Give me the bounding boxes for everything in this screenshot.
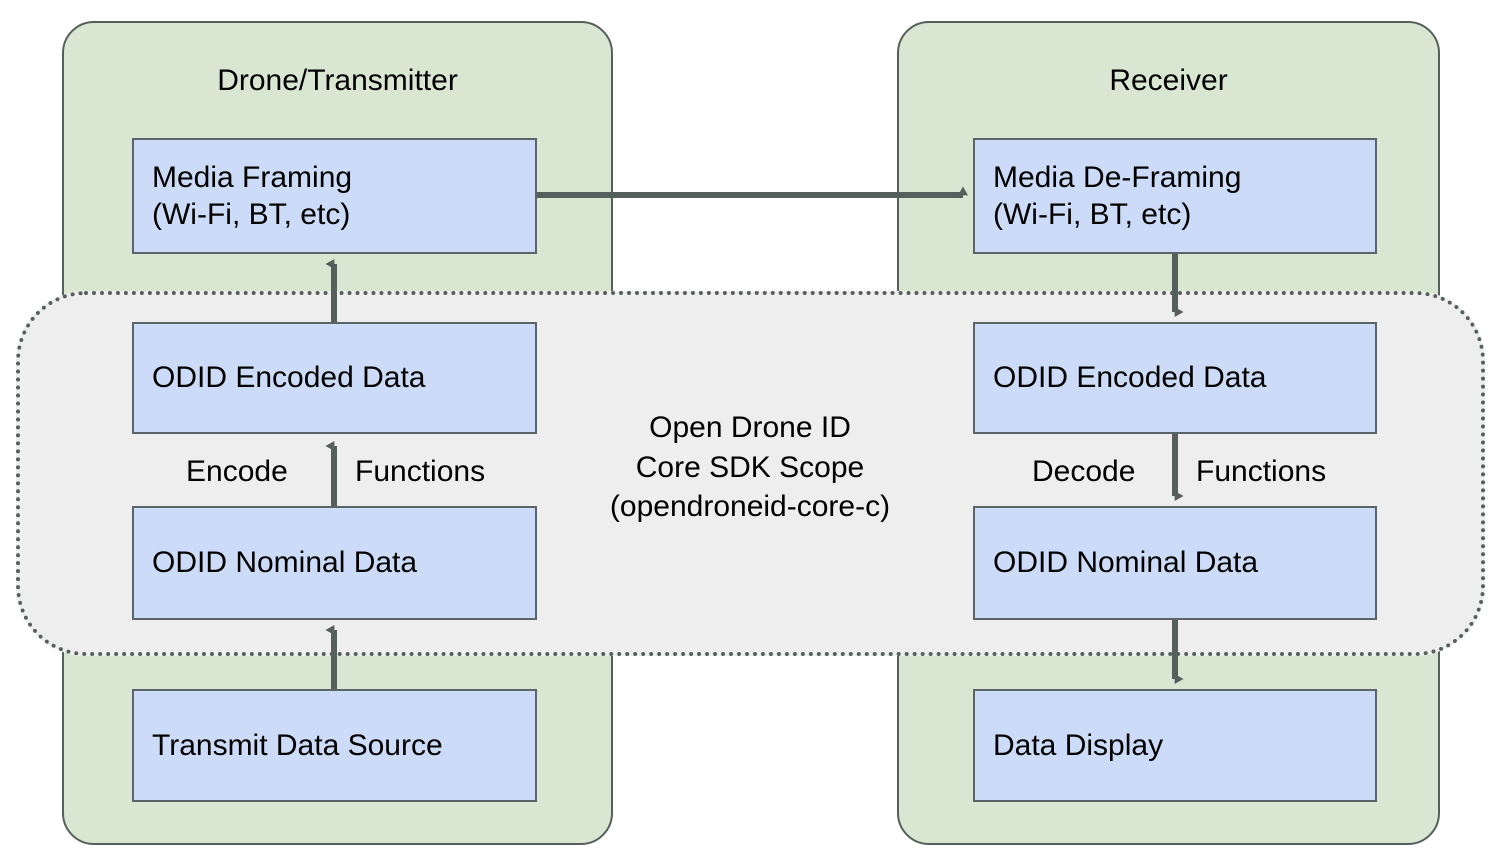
node-odid-encoded-data-tx[interactable]: ODID Encoded Data — [132, 322, 537, 434]
node-transmit-data-source-label: Transmit Data Source — [152, 728, 443, 762]
panel-title-transmitter: Drone/Transmitter — [217, 64, 458, 97]
sdk-scope-label-line1: Open Drone ID — [649, 411, 851, 444]
sdk-scope-label: Open Drone ID Core SDK Scope (opendronei… — [560, 408, 940, 527]
sdk-scope-label-line3: (opendroneid-core-c) — [609, 490, 891, 524]
node-odid-nominal-data-tx-label: ODID Nominal Data — [152, 546, 418, 580]
sdk-scope-label-line2: Core SDK Scope — [635, 450, 865, 484]
node-data-display-label: Data Display — [993, 728, 1164, 762]
panel-title-receiver: Receiver — [1109, 64, 1228, 97]
node-odid-nominal-data-tx[interactable]: ODID Nominal Data — [132, 506, 537, 620]
node-data-display[interactable]: Data Display — [973, 689, 1377, 802]
node-media-framing-label: Media Framing (Wi-Fi, BT, etc) — [152, 160, 353, 231]
edge-label-decode-functions: Functions — [1196, 455, 1327, 488]
edge-label-decode: Decode — [1032, 455, 1136, 488]
edge-label-encode: Encode — [186, 455, 288, 488]
node-odid-encoded-data-rx-label: ODID Encoded Data — [993, 361, 1267, 395]
node-odid-nominal-data-rx[interactable]: ODID Nominal Data — [973, 506, 1377, 620]
node-odid-encoded-data-rx[interactable]: ODID Encoded Data — [973, 322, 1377, 434]
node-media-deframing[interactable]: Media De-Framing (Wi-Fi, BT, etc) — [973, 138, 1377, 254]
node-odid-encoded-data-tx-label: ODID Encoded Data — [152, 361, 426, 395]
edge-label-encode-functions: Functions — [355, 455, 486, 488]
node-odid-nominal-data-rx-label: ODID Nominal Data — [993, 546, 1259, 580]
node-transmit-data-source[interactable]: Transmit Data Source — [132, 689, 537, 802]
node-media-framing[interactable]: Media Framing (Wi-Fi, BT, etc) — [132, 138, 537, 254]
node-media-deframing-label: Media De-Framing (Wi-Fi, BT, etc) — [993, 160, 1242, 231]
